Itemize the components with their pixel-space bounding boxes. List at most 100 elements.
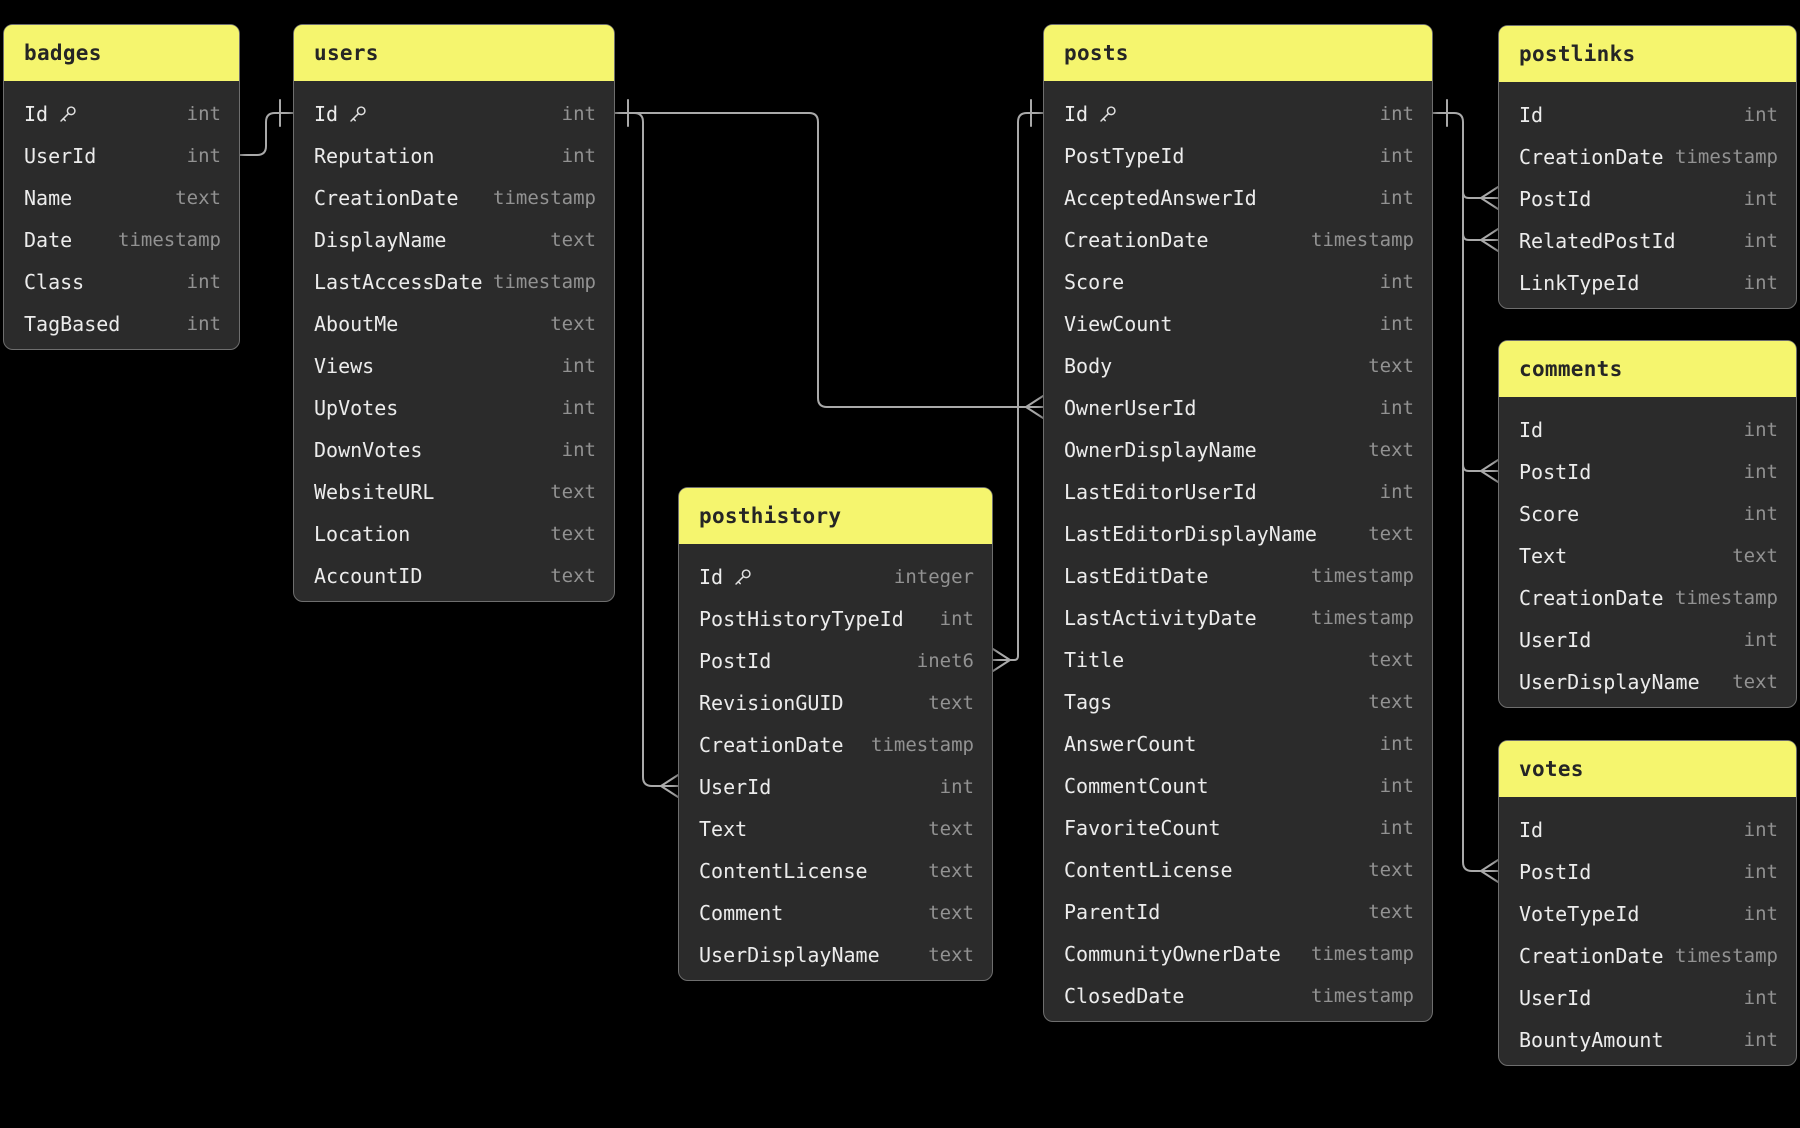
field-name-wrap: CreationDate <box>1519 944 1664 968</box>
table-header-badges[interactable]: badges <box>4 25 239 81</box>
field-name: LinkTypeId <box>1519 271 1640 295</box>
field-name-wrap: PostId <box>1519 860 1591 884</box>
field-name: CreationDate <box>1519 586 1664 610</box>
table-header-votes[interactable]: votes <box>1499 741 1796 797</box>
field-name-wrap: Id <box>1519 818 1543 842</box>
field-name: FavoriteCount <box>1064 816 1221 840</box>
many-crow-foot-icon <box>1480 459 1499 483</box>
field-name-wrap: Id <box>1519 418 1543 442</box>
table-title: posts <box>1064 41 1129 65</box>
field-type: int <box>561 145 596 167</box>
field-name-wrap: RevisionGUID <box>699 691 844 715</box>
field-type: int <box>1379 481 1414 503</box>
field-name: BountyAmount <box>1519 1028 1664 1052</box>
table-title: badges <box>24 41 102 65</box>
primary-key-icon <box>57 104 78 125</box>
field-row: OwnerUserId int <box>1044 387 1432 429</box>
field-type: timestamp <box>1675 945 1778 967</box>
field-name-wrap: OwnerUserId <box>1064 396 1196 420</box>
field-name: ContentLicense <box>699 859 868 883</box>
field-type: timestamp <box>118 229 221 251</box>
field-name: AnswerCount <box>1064 732 1197 756</box>
field-name-wrap: TagBased <box>24 312 120 336</box>
field-name: ContentLicense <box>1064 858 1233 882</box>
field-type: int <box>1379 817 1414 839</box>
field-type: int <box>1743 104 1778 126</box>
many-crow-foot-icon <box>660 774 679 798</box>
table-header-posts[interactable]: posts <box>1044 25 1432 81</box>
field-name: Score <box>1519 502 1580 526</box>
field-name: CreationDate <box>314 186 459 210</box>
field-type: timestamp <box>1311 565 1414 587</box>
field-name-wrap: Id <box>699 565 753 589</box>
table-header-posthistory[interactable]: posthistory <box>679 488 992 544</box>
field-name: LastEditorDisplayName <box>1064 522 1317 546</box>
field-type: int <box>561 397 596 419</box>
field-type: text <box>550 313 596 335</box>
field-name-wrap: PostHistoryTypeId <box>699 607 904 631</box>
field-name-wrap: CreationDate <box>1064 228 1209 252</box>
field-name: PostTypeId <box>1064 144 1185 168</box>
field-type: int <box>1743 272 1778 294</box>
field-type: timestamp <box>1311 229 1414 251</box>
primary-key-icon <box>732 567 753 588</box>
field-row: BountyAmount int <box>1499 1019 1796 1061</box>
relationship-line <box>1462 227 1482 241</box>
field-name-wrap: UserId <box>1519 628 1591 652</box>
field-type: timestamp <box>871 734 974 756</box>
many-crow-foot-icon <box>1480 186 1499 210</box>
field-type: int <box>1743 1029 1778 1051</box>
field-name-wrap: CreationDate <box>1519 145 1664 169</box>
field-type: text <box>1368 691 1414 713</box>
field-name: DownVotes <box>314 438 423 462</box>
field-type: timestamp <box>1675 587 1778 609</box>
field-name: CreationDate <box>1519 145 1664 169</box>
field-name: ClosedDate <box>1064 984 1185 1008</box>
field-row: UpVotes int <box>294 387 614 429</box>
field-type: text <box>928 944 974 966</box>
field-name-wrap: ParentId <box>1064 900 1160 924</box>
field-name: UpVotes <box>314 396 399 420</box>
many-crow-foot-icon <box>1480 228 1499 252</box>
field-name: Date <box>24 228 73 252</box>
many-crow-foot-icon <box>1480 859 1499 883</box>
primary-key-icon <box>1097 104 1118 125</box>
field-name-wrap: CreationDate <box>1519 586 1664 610</box>
field-name: Title <box>1064 648 1125 672</box>
field-type: int <box>1379 145 1414 167</box>
field-type: int <box>1379 775 1414 797</box>
field-name-wrap: Id <box>314 102 368 126</box>
field-type: int <box>1379 397 1414 419</box>
field-name-wrap: Name <box>24 186 72 210</box>
field-type: int <box>1379 313 1414 335</box>
field-name-wrap: LastEditorDisplayName <box>1064 522 1317 546</box>
field-name: PostHistoryTypeId <box>699 607 904 631</box>
table-header-postlinks[interactable]: postlinks <box>1499 26 1796 82</box>
field-name-wrap: OwnerDisplayName <box>1064 438 1257 462</box>
field-name-wrap: CreationDate <box>314 186 459 210</box>
field-name-wrap: Comment <box>699 901 783 925</box>
table-header-users[interactable]: users <box>294 25 614 81</box>
table-header-comments[interactable]: comments <box>1499 341 1796 397</box>
